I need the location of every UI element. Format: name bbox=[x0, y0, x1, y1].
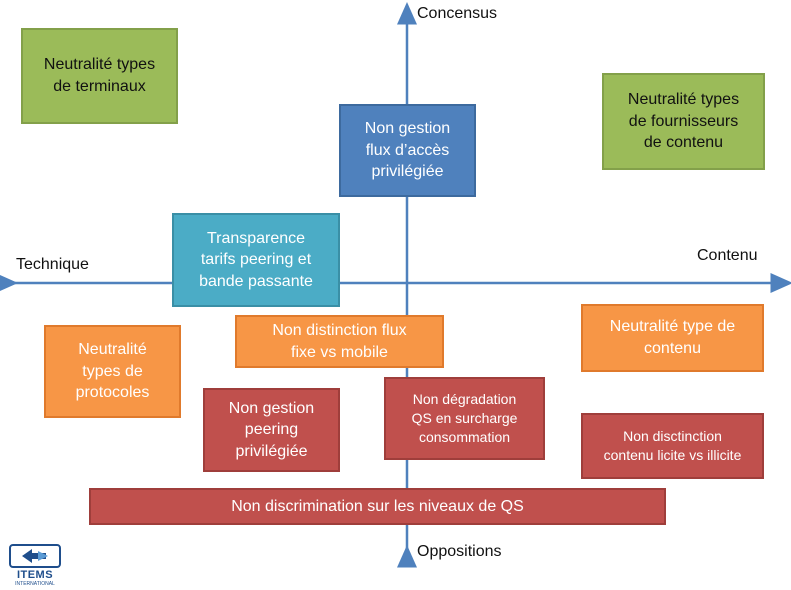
box-non-discrimination-qs: Non discrimination sur les niveaux de QS bbox=[89, 488, 666, 525]
items-logo-icon bbox=[9, 544, 61, 568]
logo-text: ITEMS bbox=[16, 569, 54, 581]
logo-subtext: INTERNATIONAL bbox=[15, 581, 55, 587]
items-logo: ITEMS INTERNATIONAL bbox=[8, 543, 62, 587]
axis-label-left: Technique bbox=[16, 256, 89, 273]
axis-label-bottom: Oppositions bbox=[417, 543, 502, 560]
axis-label-right: Contenu bbox=[697, 247, 758, 264]
axis-label-top: Concensus bbox=[417, 5, 498, 22]
